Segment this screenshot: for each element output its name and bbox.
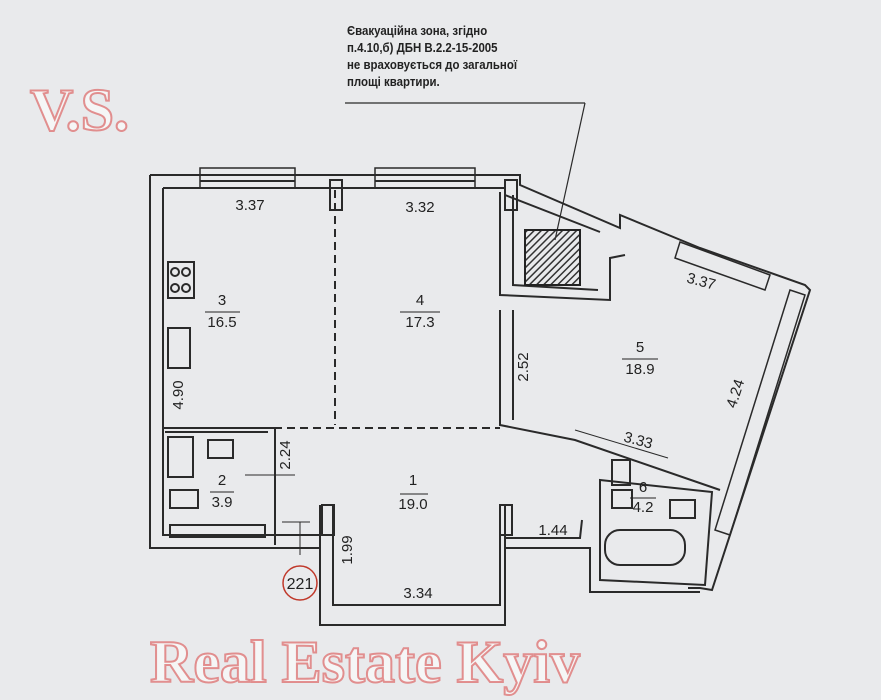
- dim-text: 3.33: [622, 429, 655, 453]
- dim-text: 1.99: [339, 535, 356, 564]
- watermark: V.S.: [29, 77, 130, 143]
- room-area: 18.9: [625, 361, 654, 378]
- room-number: 5: [636, 339, 644, 356]
- room-area: 4.2: [633, 499, 654, 516]
- stove-icon: [167, 261, 195, 299]
- dim-text: 4.24: [723, 377, 748, 410]
- outer-wall-left: [149, 175, 320, 549]
- dim-text: 2.24: [277, 440, 294, 469]
- note-line: площі квартири.: [347, 74, 440, 89]
- dim-text: 4.90: [170, 380, 187, 409]
- dim-text: 2.52: [515, 352, 532, 381]
- dim-text: 3.37: [685, 270, 718, 294]
- balcony-wall: [319, 505, 506, 626]
- shower-icon: [167, 436, 194, 478]
- watermark: Real Estate Kyiv: [149, 629, 581, 695]
- note-line: п.4.10,б) ДБН В.2.2-15-2005: [347, 40, 498, 55]
- room-number: 3: [218, 292, 226, 309]
- leader-line: [554, 102, 586, 241]
- room-number: 2: [218, 472, 226, 489]
- room-number: 4: [416, 292, 424, 309]
- outer-wall: [150, 174, 812, 592]
- room-number: 6: [639, 479, 647, 496]
- room-number: 1: [409, 472, 417, 489]
- evacuation-note: Євакуаційна зона, згідно п.4.10,б) ДБН В…: [347, 22, 517, 90]
- room-area: 16.5: [207, 314, 236, 331]
- bathtub-icon: [604, 529, 686, 566]
- dim-text: 3.34: [403, 585, 432, 602]
- bathroom-6: [599, 478, 714, 587]
- apartment-stamp: [282, 565, 318, 601]
- dim-text: 3.37: [235, 197, 264, 214]
- room-area: 19.0: [398, 496, 427, 513]
- note-line: не враховується до загальної: [347, 57, 518, 72]
- evacuation-zone: [524, 229, 581, 286]
- note-line: Євакуаційна зона, згідно: [347, 23, 488, 38]
- dim-text: 3.32: [405, 199, 434, 216]
- sink-icon: [167, 327, 191, 369]
- room-area: 3.9: [212, 494, 233, 511]
- dim-text: 1.44: [538, 522, 567, 539]
- apartment-number: 221: [287, 576, 314, 593]
- room-area: 17.3: [405, 314, 434, 331]
